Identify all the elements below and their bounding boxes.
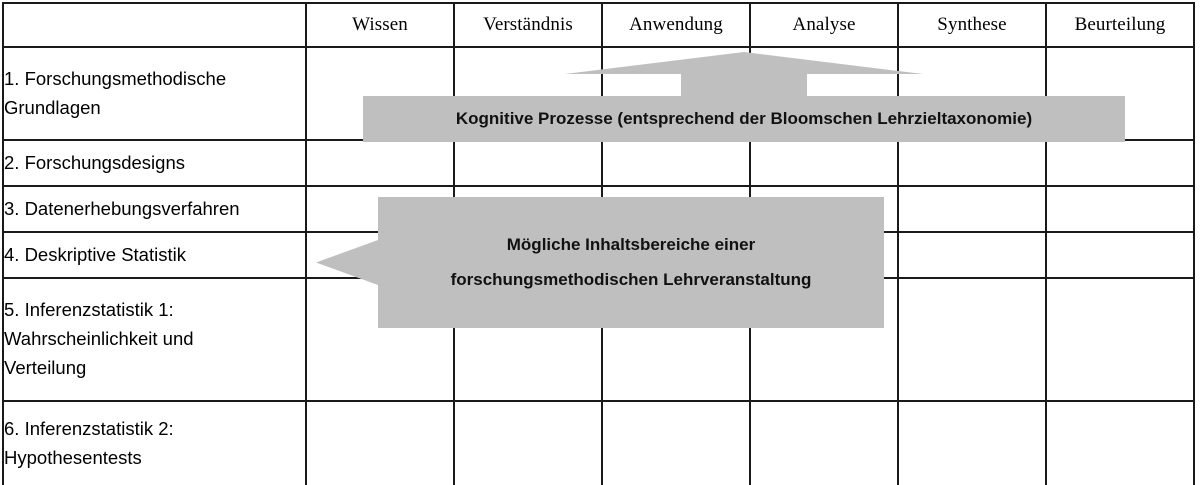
column-header-synthese: Synthese bbox=[897, 2, 1047, 48]
cell-r5-c5[interactable] bbox=[897, 277, 1047, 402]
left-arrow-banner-line-2: forschungsmethodischen Lehrveranstaltung bbox=[450, 269, 812, 289]
row-label-3-line-1: 3. Datenerhebungsverfahren bbox=[4, 197, 240, 219]
table-row: 2. Forschungsdesigns bbox=[2, 139, 1195, 187]
row-label-4-line-1: 4. Deskriptive Statistik bbox=[4, 243, 186, 265]
row-label-1-line-2: Grundlagen bbox=[4, 96, 101, 118]
row-label-2: 2. Forschungsdesigns bbox=[2, 139, 307, 187]
cell-r6-c3[interactable] bbox=[601, 400, 751, 485]
table-row: 6. Inferenzstatistik 2: Hypothesentests bbox=[2, 400, 1195, 485]
cell-r5-c6[interactable] bbox=[1045, 277, 1195, 402]
row-label-5-line-3: Verteilung bbox=[4, 356, 87, 378]
cell-r6-c5[interactable] bbox=[897, 400, 1047, 485]
row-label-6-line-2: Hypothesentests bbox=[4, 446, 142, 468]
cell-r2-c5[interactable] bbox=[897, 139, 1047, 187]
cell-r2-c4[interactable] bbox=[749, 139, 899, 187]
column-header-anwendung: Anwendung bbox=[601, 2, 751, 48]
cell-r4-c6[interactable] bbox=[1045, 231, 1195, 279]
cell-r2-c6[interactable] bbox=[1045, 139, 1195, 187]
column-header-wissen: Wissen bbox=[305, 2, 455, 48]
table-corner-cell bbox=[2, 2, 307, 48]
column-header-analyse: Analyse bbox=[749, 2, 899, 48]
cell-r6-c1[interactable] bbox=[305, 400, 455, 485]
cell-r2-c3[interactable] bbox=[601, 139, 751, 187]
row-label-1: 1. Forschungsmethodische Grundlagen bbox=[2, 46, 307, 141]
cell-r4-c5[interactable] bbox=[897, 231, 1047, 279]
cell-r6-c4[interactable] bbox=[749, 400, 899, 485]
cell-r6-c6[interactable] bbox=[1045, 400, 1195, 485]
cell-r2-c2[interactable] bbox=[453, 139, 603, 187]
up-arrow-banner-label: Kognitive Prozesse (entsprechend der Blo… bbox=[363, 96, 1125, 142]
row-label-1-line-1: 1. Forschungsmethodische bbox=[4, 67, 227, 89]
row-label-4: 4. Deskriptive Statistik bbox=[2, 231, 307, 279]
row-label-6: 6. Inferenzstatistik 2: Hypothesentests bbox=[2, 400, 307, 485]
row-label-5-line-1: 5. Inferenzstatistik 1: bbox=[4, 299, 174, 321]
left-arrow-banner-label: Mögliche Inhaltsbereiche einer forschung… bbox=[378, 197, 884, 328]
row-label-3: 3. Datenerhebungsverfahren bbox=[2, 185, 307, 233]
row-label-6-line-1: 6. Inferenzstatistik 2: bbox=[4, 417, 174, 439]
cell-r2-c1[interactable] bbox=[305, 139, 455, 187]
column-header-beurteilung: Beurteilung bbox=[1045, 2, 1195, 48]
column-header-verstaendnis: Verständnis bbox=[453, 2, 603, 48]
table-header-row: Wissen Verständnis Anwendung Analyse Syn… bbox=[2, 2, 1195, 48]
cell-r3-c5[interactable] bbox=[897, 185, 1047, 233]
left-arrow-banner-line-1: Mögliche Inhaltsbereiche einer bbox=[506, 234, 756, 254]
row-label-2-line-1: 2. Forschungsdesigns bbox=[4, 151, 185, 173]
up-arrow-banner-line-1: Kognitive Prozesse (entsprechend der Blo… bbox=[455, 108, 1033, 128]
row-label-5: 5. Inferenzstatistik 1: Wahrscheinlichke… bbox=[2, 277, 307, 402]
cell-r6-c2[interactable] bbox=[453, 400, 603, 485]
cell-r3-c6[interactable] bbox=[1045, 185, 1195, 233]
row-label-5-line-2: Wahrscheinlichkeit und bbox=[4, 328, 194, 350]
